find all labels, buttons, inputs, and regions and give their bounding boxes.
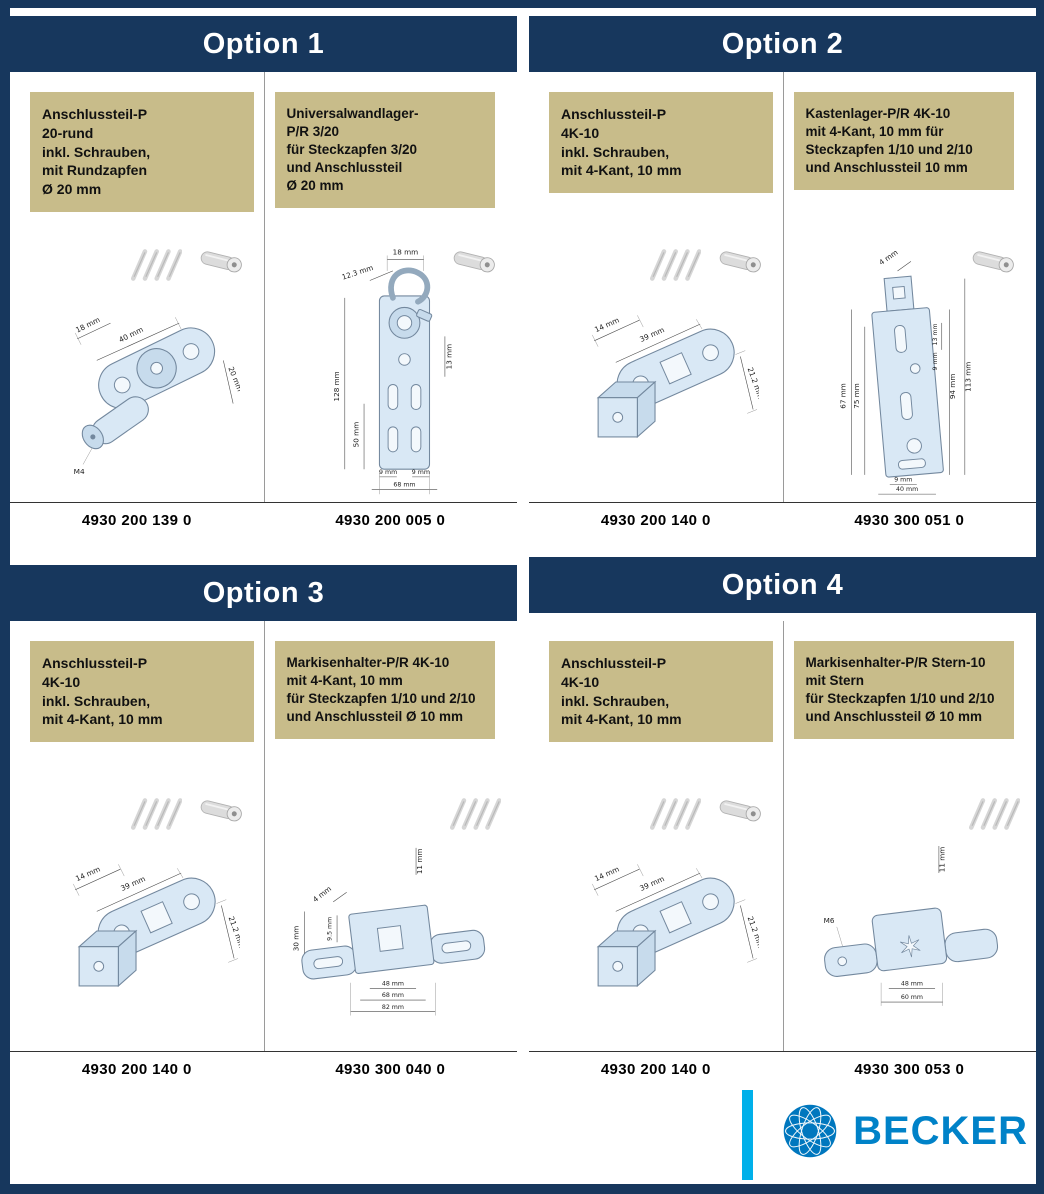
brand-name: BECKER [853,1108,1028,1153]
option-3-header: Option 3 [10,565,517,621]
drawing-area [10,242,264,502]
screws-icon [645,793,701,835]
screws-icon [126,793,182,835]
technical-drawing-square-adapter [34,827,240,1035]
screws-icon [445,793,501,835]
technical-drawing-awning-bracket-4k [275,819,507,1029]
option-3-body: Anschlussteil-P 4K-10 inkl. Schrauben, m… [10,621,517,1051]
hardware-icons [645,793,767,835]
pin-icon [717,244,767,280]
technical-drawing-square-adapter [553,278,759,486]
part-number: 4930 200 005 0 [335,512,446,529]
product-cell: Kastenlager-P/R 4K-10 mit 4-Kant, 10 mm … [782,72,1037,502]
option-2-part-numbers: 4930 200 140 0 4930 300 051 0 [529,502,1036,541]
option-3-title: Option 3 [202,576,325,609]
option-4-header: Option 4 [529,557,1036,613]
technical-drawing-wall-bracket [294,242,487,500]
drawing-area [265,242,518,502]
hardware-icons [645,244,767,286]
product-cell: Anschlussteil-P 4K-10 inkl. Schrauben, m… [529,621,783,1051]
part-number: 4930 200 140 0 [600,512,711,529]
description-slot: Anschlussteil-P 4K-10 inkl. Schrauben, m… [10,641,264,791]
becker-globe-icon [781,1102,839,1160]
screws-icon [126,244,182,286]
product-description: Kastenlager-P/R 4K-10 mit 4-Kant, 10 mm … [793,92,1014,191]
screws-icon [645,244,701,286]
hardware-icons [964,793,1020,835]
description-slot: Anschlussteil-P 4K-10 inkl. Schrauben, m… [529,92,783,242]
hardware-icons [451,244,501,280]
option-3-panel: Option 3 Anschlussteil-P 4K-10 inkl. Sch… [10,541,517,1090]
product-cell: Anschlussteil-P 4K-10 inkl. Schrauben, m… [529,72,783,502]
page-content: Option 1 Anschlussteil-P 20-rund inkl. S… [10,8,1036,1184]
pin-icon [451,244,501,280]
option-1-header: Option 1 [10,16,517,72]
technical-drawing-round-adapter [34,278,240,486]
option-4-part-numbers: 4930 200 140 0 4930 300 053 0 [529,1051,1036,1090]
product-description: Anschlussteil-P 4K-10 inkl. Schrauben, m… [549,92,773,193]
drawing-area [10,791,264,1051]
technical-drawing-square-adapter [553,827,759,1035]
option-4-panel: Option 4 Anschlussteil-P 4K-10 inkl. Sch… [529,541,1036,1090]
technical-drawing-box-bracket [809,242,1011,500]
product-description: Markisenhalter-P/R 4K-10 mit 4-Kant, 10 … [274,641,495,740]
part-number: 4930 300 051 0 [854,512,965,529]
drawing-area [529,791,783,1051]
part-number: 4930 200 139 0 [81,512,192,529]
screws-icon [964,793,1020,835]
option-2-title: Option 2 [721,27,844,60]
option-2-header: Option 2 [529,16,1036,72]
product-cell: Markisenhalter-P/R 4K-10 mit 4-Kant, 10 … [263,621,518,1051]
hardware-icons [126,244,248,286]
hardware-icons [126,793,248,835]
product-description: Anschlussteil-P 4K-10 inkl. Schrauben, m… [549,641,773,742]
drawing-area [784,242,1037,502]
option-1-part-numbers: 4930 200 139 0 4930 200 005 0 [10,502,517,541]
option-2-panel: Option 2 Anschlussteil-P 4K-10 inkl. Sch… [529,8,1036,541]
hardware-icons [445,793,501,835]
product-description: Universalwandlager- P/R 3/20 für Steckza… [274,92,495,209]
product-cell: Anschlussteil-P 4K-10 inkl. Schrauben, m… [10,621,264,1051]
pin-icon [717,793,767,829]
hardware-icons [970,244,1020,280]
product-cell: Universalwandlager- P/R 3/20 für Steckza… [263,72,518,502]
part-number: 4930 300 053 0 [854,1061,965,1078]
product-description: Markisenhalter-P/R Stern-10 mit Stern fü… [793,641,1014,740]
description-slot: Anschlussteil-P 4K-10 inkl. Schrauben, m… [529,641,783,791]
pin-icon [198,793,248,829]
option-1-panel: Option 1 Anschlussteil-P 20-rund inkl. S… [10,8,517,541]
options-row-1: Option 1 Anschlussteil-P 20-rund inkl. S… [10,8,1036,541]
part-number: 4930 300 040 0 [335,1061,446,1078]
option-1-title: Option 1 [202,27,325,60]
option-2-body: Anschlussteil-P 4K-10 inkl. Schrauben, m… [529,72,1036,502]
description-slot: Universalwandlager- P/R 3/20 für Steckza… [265,92,518,242]
description-slot: Markisenhalter-P/R 4K-10 mit 4-Kant, 10 … [265,641,518,791]
options-row-2: Option 3 Anschlussteil-P 4K-10 inkl. Sch… [10,541,1036,1090]
drawing-area [529,242,783,502]
product-cell: Markisenhalter-P/R Stern-10 mit Stern fü… [782,621,1037,1051]
pin-icon [198,244,248,280]
product-description: Anschlussteil-P 20-rund inkl. Schrauben,… [30,92,254,212]
part-number: 4930 200 140 0 [81,1061,192,1078]
option-3-part-numbers: 4930 200 140 0 4930 300 040 0 [10,1051,517,1090]
part-number: 4930 200 140 0 [600,1061,711,1078]
technical-drawing-awning-bracket-star [794,819,1026,1029]
option-4-body: Anschlussteil-P 4K-10 inkl. Schrauben, m… [529,621,1036,1051]
drawing-area [784,791,1037,1051]
page-footer: BECKER [10,1090,1036,1180]
product-cell: Anschlussteil-P 20-rund inkl. Schrauben,… [10,72,264,502]
description-slot: Markisenhalter-P/R Stern-10 mit Stern fü… [784,641,1037,791]
description-slot: Anschlussteil-P 20-rund inkl. Schrauben,… [10,92,264,242]
accent-stripe [742,1090,753,1180]
becker-logo: BECKER [781,1102,1028,1160]
option-1-body: Anschlussteil-P 20-rund inkl. Schrauben,… [10,72,517,502]
drawing-area [265,791,518,1051]
pin-icon [970,244,1020,280]
option-4-title: Option 4 [721,568,844,601]
description-slot: Kastenlager-P/R 4K-10 mit 4-Kant, 10 mm … [784,92,1037,242]
product-description: Anschlussteil-P 4K-10 inkl. Schrauben, m… [30,641,254,742]
